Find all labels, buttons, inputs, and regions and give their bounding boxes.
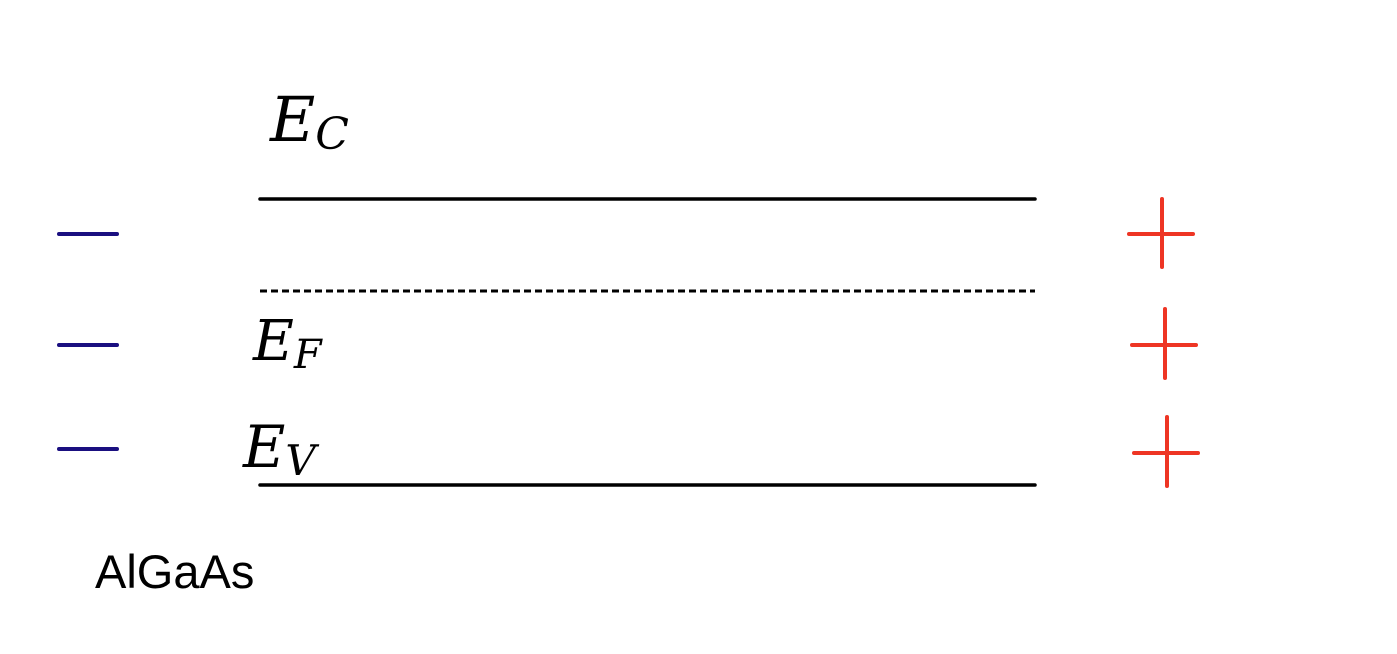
plus-icon [1132,415,1200,488]
positive-charges [1127,197,1200,488]
plus-icon [1127,197,1195,269]
ev-label: EV [242,413,319,485]
plus-icon [1130,307,1198,380]
negative-charges [57,232,119,451]
ef-label: EF [252,309,323,378]
ec-label: EC [269,83,349,160]
material-label: AlGaAs [95,545,254,598]
